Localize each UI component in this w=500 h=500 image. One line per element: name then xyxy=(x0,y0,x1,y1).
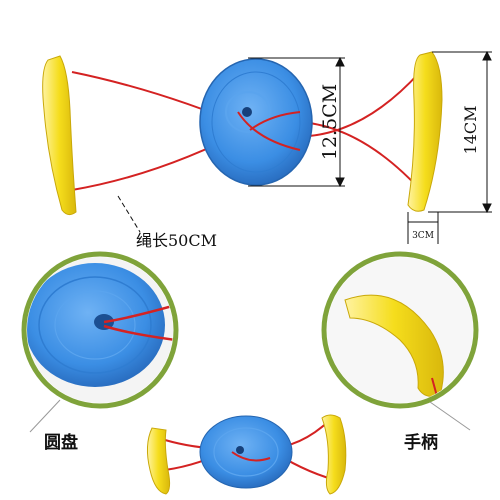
handle-height-label: 14CM xyxy=(461,106,480,155)
assembled-product xyxy=(146,414,347,495)
handle-caption-leader xyxy=(429,401,471,431)
rope-callout-line xyxy=(117,195,141,233)
left-handle xyxy=(42,55,77,216)
handle-height-dimension xyxy=(428,50,492,214)
blue-disc xyxy=(199,58,313,186)
handle-width-label: 3CM xyxy=(412,231,434,241)
handle-caption: 手柄 xyxy=(404,432,438,453)
disc-caption: 圆盘 xyxy=(44,432,78,453)
disc-closeup: 圆盘 xyxy=(21,251,179,453)
bottom-disc xyxy=(199,415,293,489)
disc-dimension xyxy=(248,56,345,188)
bottom-left-handle xyxy=(146,427,171,495)
bottom-right-handle xyxy=(321,414,347,495)
handle-width-dimension xyxy=(407,212,439,244)
right-handle xyxy=(407,51,443,212)
handle-closeup: 手柄 xyxy=(321,251,479,453)
disc-caption-leader xyxy=(29,399,61,433)
main-product: 12.5CM 14CM 3CM 绳长50CM xyxy=(42,50,492,250)
rope-length-label: 绳长50CM xyxy=(136,231,217,250)
disc-diameter-label: 12.5CM xyxy=(319,84,341,160)
